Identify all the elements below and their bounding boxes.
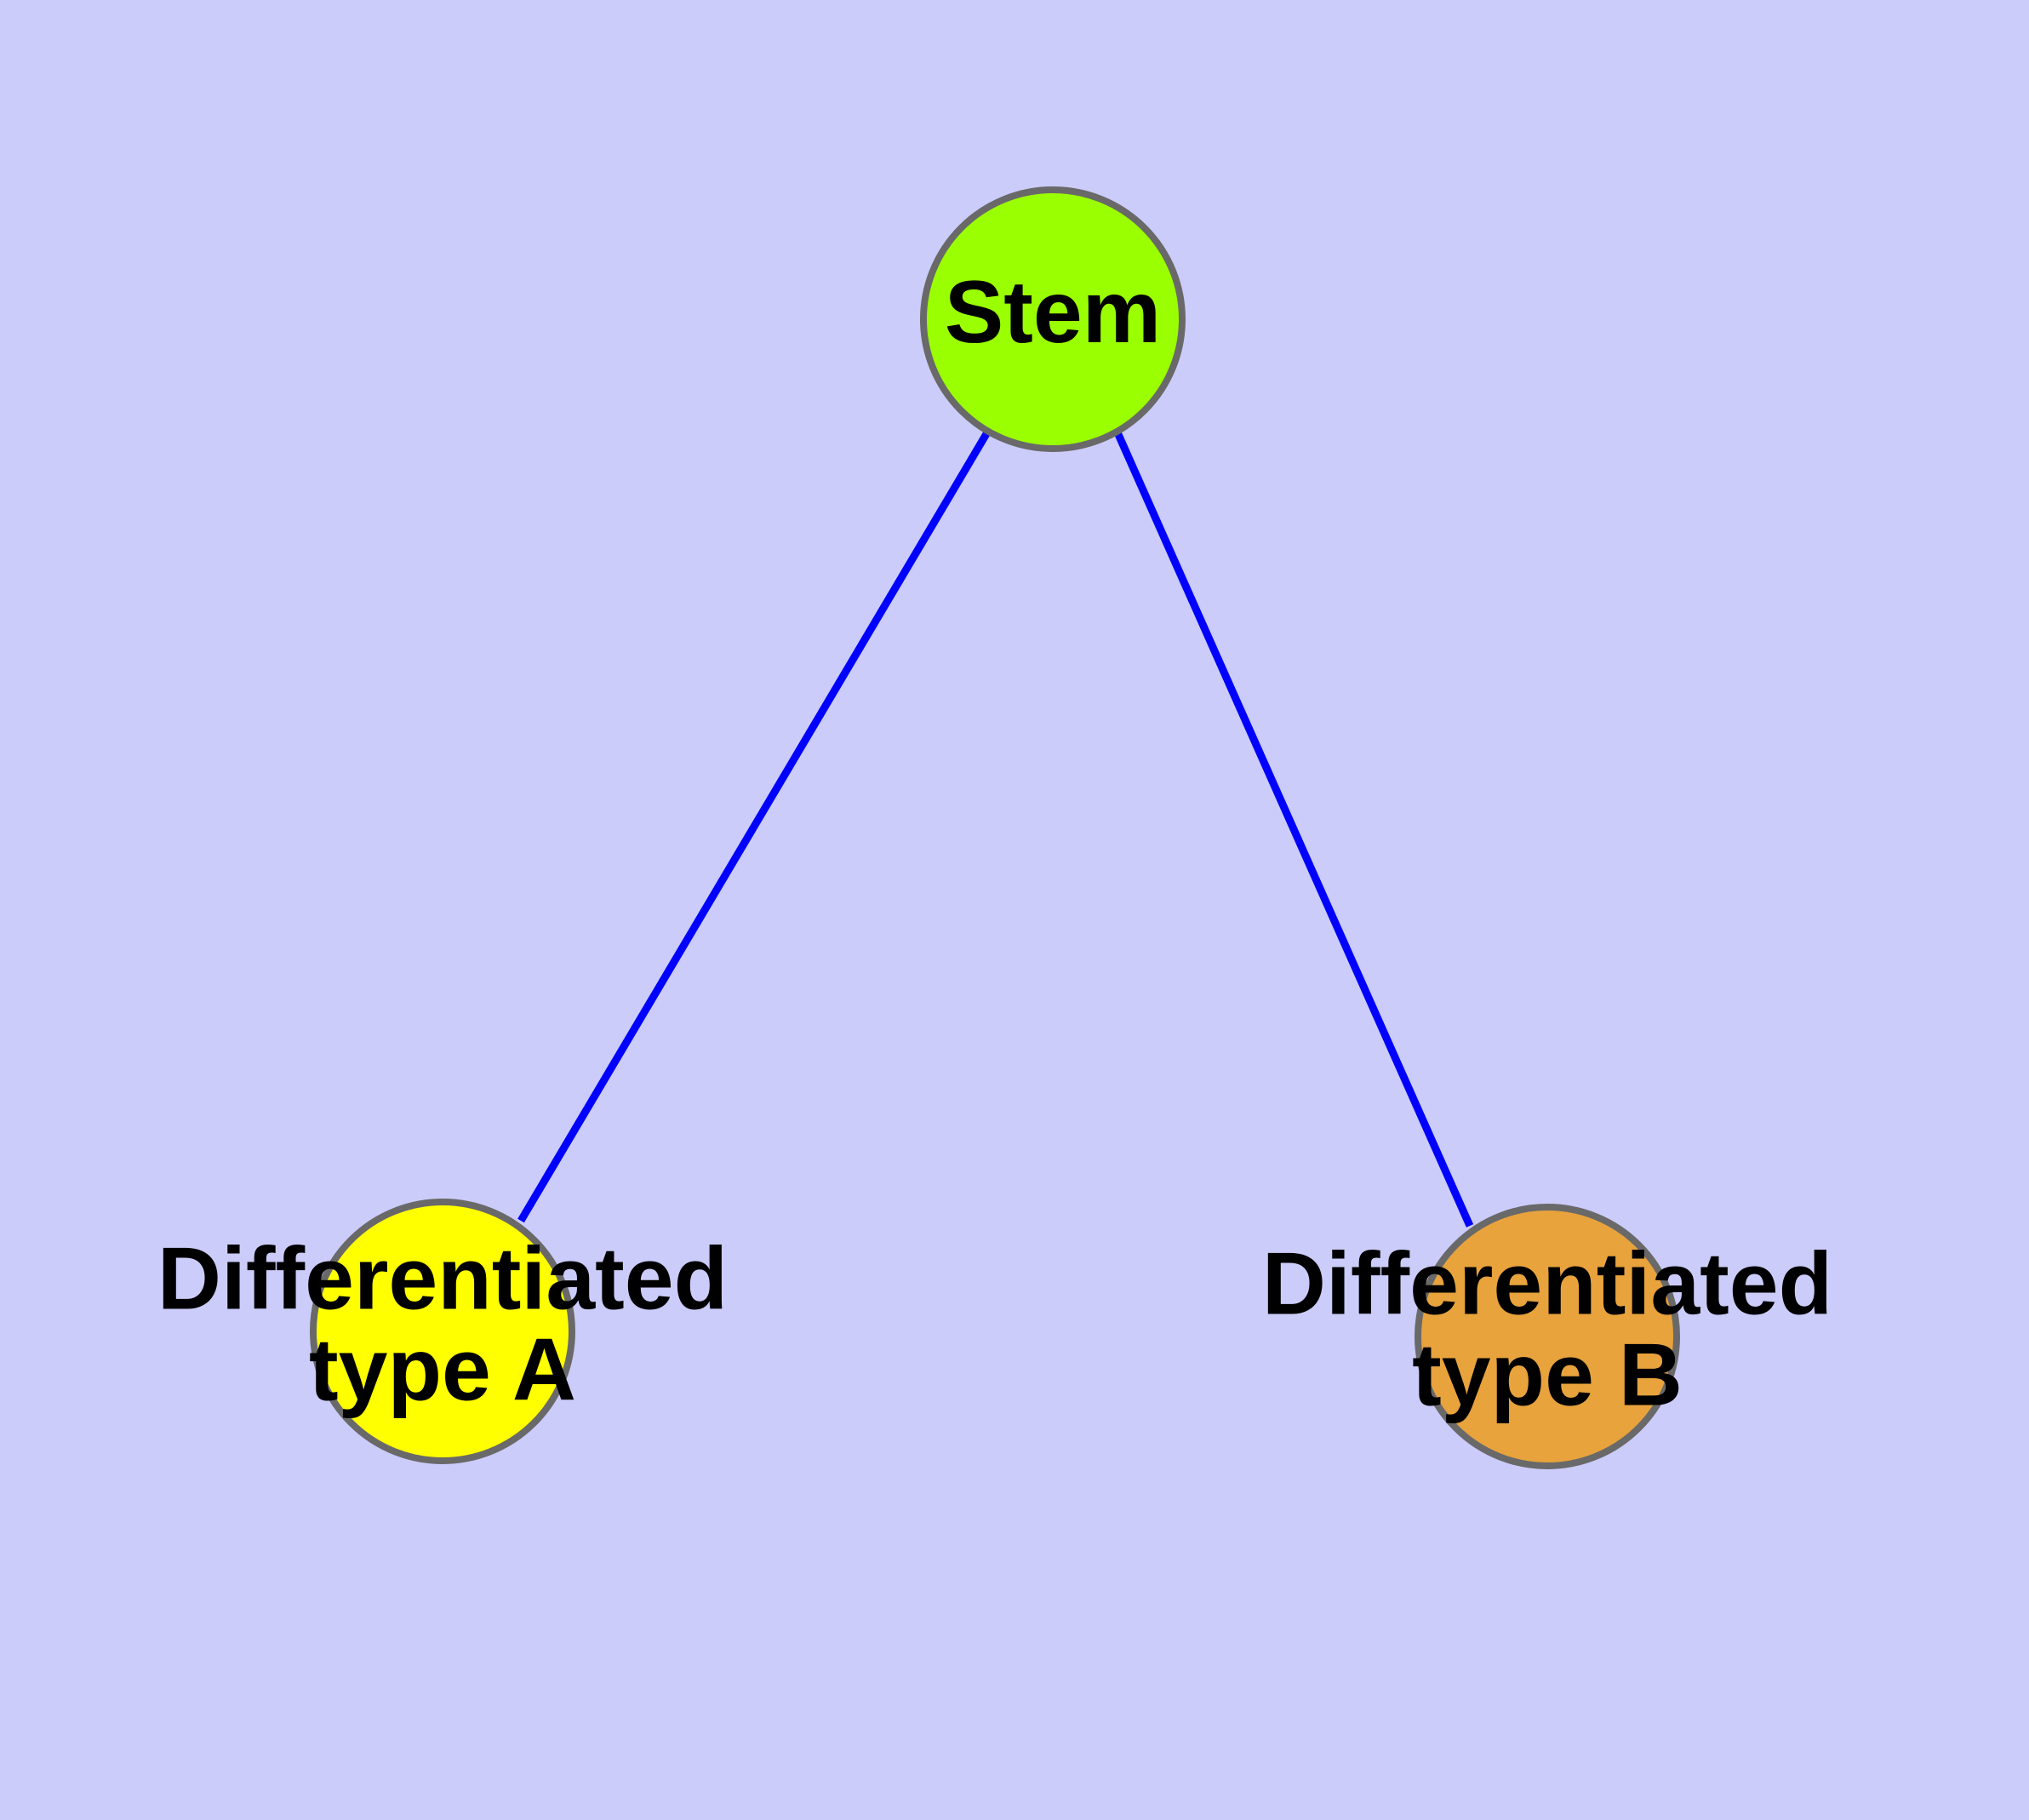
node-label-line: Differentiated [1262, 1235, 1832, 1334]
edge-stem-to-diff-a[interactable] [517, 430, 991, 1223]
node-label-line: Stem [945, 263, 1161, 362]
node-differentiated-type-b-circle[interactable] [1415, 1204, 1680, 1469]
node-stem-label: Stem [945, 263, 1161, 362]
node-label-line: type A [309, 1321, 576, 1420]
edge-layer [517, 430, 1474, 1228]
node-label-line: type B [1412, 1326, 1683, 1425]
node-label-line: Differentiated [157, 1230, 728, 1329]
node-stem[interactable]: Stem [920, 186, 1186, 452]
node-stem-circle[interactable] [920, 186, 1186, 452]
edge-stem-to-diff-b[interactable] [1113, 431, 1474, 1228]
node-differentiated-type-a-circle[interactable] [310, 1199, 575, 1464]
